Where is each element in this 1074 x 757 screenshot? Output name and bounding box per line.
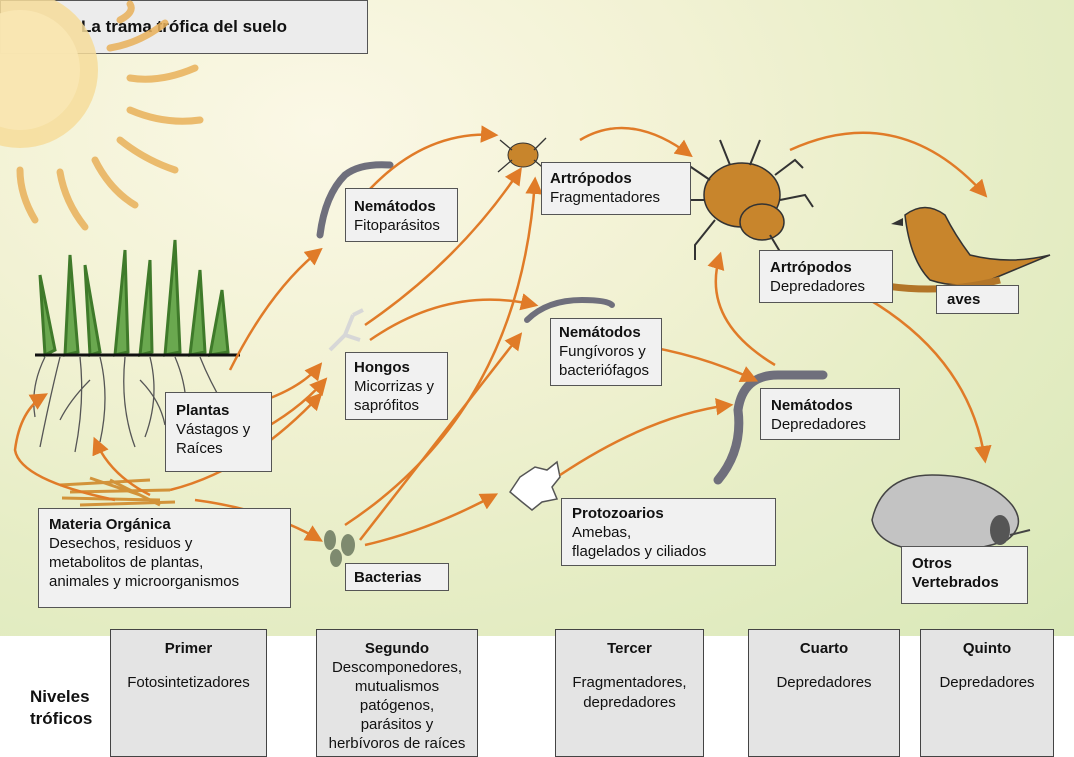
- level-title: Segundo: [364, 640, 430, 657]
- node-materia-organica: Materia Orgánica Desechos, residuos y me…: [38, 508, 291, 608]
- node-plantas: Plantas Vástagos y Raíces: [165, 392, 272, 472]
- level-desc: parásitos y: [360, 716, 434, 733]
- level-title: Cuarto: [799, 640, 849, 657]
- node-artropodos-fragmentadores: Artrópodos Fragmentadores: [541, 162, 691, 215]
- node-bacterias: Bacterias: [345, 563, 449, 591]
- level-desc: patógenos,: [359, 697, 435, 714]
- food-web-diagram: La trama trófica del suelo Plantas Vásta…: [0, 0, 1074, 636]
- node-line: Micorrizas y: [354, 378, 435, 395]
- organic-matter-icon: [59, 476, 176, 507]
- level-desc: mutualismos: [354, 678, 440, 695]
- node-line: bacteriófagos: [559, 362, 650, 379]
- node-artropodos-depredadores: Artrópodos Depredadores: [759, 250, 893, 303]
- nematode-icons: [316, 161, 828, 485]
- node-title: Bacterias: [354, 569, 422, 586]
- node-title: Materia Orgánica: [49, 516, 171, 533]
- level-primer: Primer Fotosintetizadores: [110, 629, 267, 757]
- node-title: Artrópodos: [770, 259, 852, 276]
- node-line: Depredadores: [771, 416, 867, 433]
- level-title: Quinto: [962, 640, 1012, 657]
- level-desc: Fotosintetizadores: [127, 674, 250, 691]
- node-title: Hongos: [354, 359, 410, 376]
- node-line: Fragmentadores: [550, 189, 661, 206]
- food-web-illustration: [0, 0, 1051, 567]
- small-arthropod-icon: [497, 137, 549, 173]
- level-desc: depredadores: [583, 694, 676, 711]
- node-otros-vertebrados: Otros Vertebrados: [901, 546, 1028, 604]
- node-line: Vástagos y: [176, 421, 251, 438]
- level-segundo: Segundo Descomponedores, mutualismos pat…: [316, 629, 478, 757]
- node-title: Nemátodos: [559, 324, 641, 341]
- node-line: metabolitos de plantas,: [49, 554, 204, 571]
- node-title: Nemátodos: [771, 397, 853, 414]
- level-desc: Depredadores: [776, 674, 872, 691]
- mole-icon: [871, 474, 1031, 552]
- node-protozoarios: Protozoarios Amebas, flagelados y ciliad…: [561, 498, 776, 566]
- level-desc: Depredadores: [939, 674, 1035, 691]
- node-line: animales y microorganismos: [49, 573, 240, 590]
- node-line: Vertebrados: [912, 574, 999, 591]
- node-line: Fungívoros y: [559, 343, 646, 360]
- node-line: Fitoparásitos: [354, 217, 440, 234]
- energy-flow-arrows: [13, 125, 992, 547]
- node-line: Amebas,: [572, 524, 632, 541]
- node-nematodos-fungivoros: Nemátodos Fungívoros y bacteriófagos: [550, 318, 662, 386]
- label-line: Niveles: [30, 687, 90, 706]
- level-title: Primer: [164, 640, 213, 657]
- level-tercer: Tercer Fragmentadores, depredadores: [555, 629, 704, 757]
- level-cuarto: Cuarto Depredadores: [748, 629, 900, 757]
- node-title: Artrópodos: [550, 170, 632, 187]
- node-nematodos-depredadores: Nemátodos Depredadores: [760, 388, 900, 440]
- node-hongos: Hongos Micorrizas y saprófitos: [345, 352, 448, 420]
- node-line: Desechos, residuos y: [49, 535, 193, 552]
- level-desc: Descomponedores,: [331, 659, 463, 676]
- node-title: aves: [947, 291, 981, 308]
- node-nematodos-fitoparasitos: Nemátodos Fitoparásitos: [345, 188, 458, 242]
- sun-icon: [0, 0, 204, 231]
- level-quinto: Quinto Depredadores: [920, 629, 1054, 757]
- trophic-levels-label: Niveles tróficos: [30, 686, 92, 730]
- node-line: Raíces: [176, 440, 223, 457]
- node-aves: aves: [936, 285, 1019, 314]
- protozoa-icon: [509, 460, 561, 511]
- label-line: tróficos: [30, 709, 93, 728]
- fungi-icon: [328, 308, 364, 352]
- level-desc: herbívoros de raíces: [328, 735, 466, 752]
- node-title: Nemátodos: [354, 198, 436, 215]
- level-desc: Fragmentadores,: [572, 674, 687, 691]
- level-title: Tercer: [607, 640, 652, 657]
- bacteria-icon: [324, 530, 355, 567]
- node-title: Otros: [912, 555, 953, 572]
- node-title: Protozoarios: [572, 505, 664, 522]
- node-title: Plantas: [176, 402, 230, 419]
- node-line: flagelados y ciliados: [572, 543, 707, 560]
- node-line: Depredadores: [770, 278, 866, 295]
- node-line: saprófitos: [354, 397, 420, 414]
- plants-icon: [33, 239, 240, 453]
